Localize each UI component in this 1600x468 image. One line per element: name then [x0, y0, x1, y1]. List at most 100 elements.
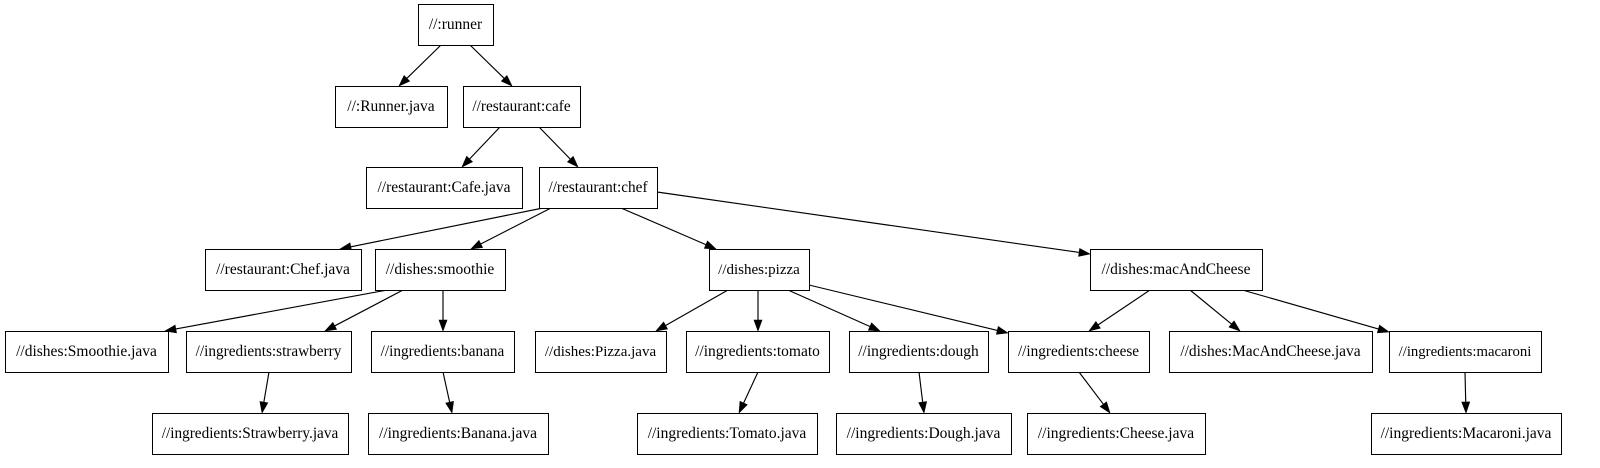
graph-node-cheese_java[interactable]: //ingredients:Cheese.java [1027, 413, 1206, 455]
graph-node-ing_tomato[interactable]: //ingredients:tomato [686, 331, 830, 373]
edge-line [742, 371, 759, 405]
graph-node-ing_strawberry[interactable]: //ingredients:strawberry [186, 331, 352, 373]
graph-node-ing_banana[interactable]: //ingredients:banana [371, 331, 515, 373]
node-box[interactable] [418, 4, 494, 46]
edge-line [468, 126, 501, 161]
edge-line [405, 44, 442, 80]
edge-line [656, 191, 1081, 254]
edge-arrowhead [995, 326, 1009, 335]
edge-line [538, 126, 572, 161]
graph-node-pizza_java[interactable]: //dishes:Pizza.java [535, 331, 667, 373]
node-box[interactable] [5, 331, 169, 373]
edge-ing_strawberry-to-strawberry_java [259, 371, 270, 414]
node-box[interactable] [539, 167, 658, 209]
edge-line [263, 371, 270, 404]
graph-node-tomato_java[interactable]: //ingredients:Tomato.java [637, 413, 818, 455]
edge-arrowhead [867, 322, 881, 332]
graph-node-macnchz_java[interactable]: //dishes:MacAndCheese.java [1169, 331, 1373, 373]
graph-node-restaurant_chef[interactable]: //restaurant:chef [539, 167, 658, 209]
edge-arrowhead [1078, 248, 1091, 257]
node-label: //ingredients:dough [858, 343, 979, 360]
node-label: //restaurant:chef [548, 179, 648, 196]
edge-line [787, 289, 872, 328]
graph-node-ing_dough[interactable]: //ingredients:dough [849, 331, 989, 373]
node-label: //ingredients:cheese [1018, 343, 1139, 360]
graph-node-restaurant_cafe[interactable]: //restaurant:cafe [463, 86, 581, 128]
node-box[interactable] [535, 331, 667, 373]
node-label: //restaurant:Chef.java [216, 261, 350, 278]
node-box[interactable] [1008, 331, 1150, 373]
edge-line [1096, 289, 1151, 327]
node-label: //:runner [429, 16, 483, 33]
node-box[interactable] [368, 413, 549, 455]
node-label: //ingredients:Tomato.java [648, 425, 807, 442]
edge-line [479, 207, 552, 246]
node-box[interactable] [1389, 331, 1542, 373]
node-box[interactable] [366, 167, 523, 209]
node-label: //ingredients:macaroni [1399, 344, 1532, 360]
edge-arrowhead [164, 324, 177, 334]
edge-line [664, 289, 729, 327]
graph-node-runner[interactable]: //:runner [418, 4, 494, 46]
edge-line [174, 289, 388, 330]
edge-dishes_pizza-to-ing_cheese [808, 284, 1009, 335]
node-label: //ingredients:Cheese.java [1038, 425, 1194, 442]
node-box[interactable] [686, 331, 830, 373]
graph-node-dough_java[interactable]: //ingredients:Dough.java [836, 413, 1012, 455]
node-box[interactable] [152, 413, 349, 455]
node-box[interactable] [836, 413, 1012, 455]
graph-node-cafe_java[interactable]: //restaurant:Cafe.java [366, 167, 523, 209]
node-label: //ingredients:strawberry [196, 343, 342, 360]
node-box[interactable] [1371, 413, 1562, 455]
node-label: //dishes:pizza [718, 262, 800, 278]
node-box[interactable] [1090, 249, 1263, 291]
node-label: //ingredients:Dough.java [847, 425, 1001, 442]
edge-arrowhead [398, 74, 411, 87]
edge-ing_banana-to-banana_java [442, 371, 454, 414]
graph-node-banana_java[interactable]: //ingredients:Banana.java [368, 413, 549, 455]
edge-arrowhead [918, 401, 928, 414]
graph-node-chef_java[interactable]: //restaurant:Chef.java [205, 249, 362, 291]
graph-node-dishes_macnchz[interactable]: //dishes:macAndCheese [1090, 249, 1263, 291]
node-label: //ingredients:tomato [695, 343, 820, 360]
edge-line [1231, 286, 1380, 330]
edge-ing_macaroni-to-macaroni_java [1461, 371, 1471, 414]
node-box[interactable] [205, 249, 362, 291]
edge-runner-to-runner_java [398, 44, 442, 87]
edge-arrowhead [461, 155, 473, 168]
edge-ing_tomato-to-tomato_java [738, 371, 759, 414]
graph-node-ing_cheese[interactable]: //ingredients:cheese [1008, 331, 1150, 373]
graph-node-strawberry_java[interactable]: //ingredients:Strawberry.java [152, 413, 349, 455]
graph-node-macaroni_java[interactable]: //ingredients:Macaroni.java [1371, 413, 1562, 455]
node-label: //dishes:macAndCheese [1102, 261, 1251, 278]
node-box[interactable] [371, 331, 515, 373]
node-box[interactable] [335, 86, 448, 128]
edge-restaurant_chef-to-dishes_macnchz [656, 191, 1091, 257]
node-box[interactable] [463, 86, 581, 128]
node-box[interactable] [375, 249, 506, 291]
node-box[interactable] [709, 249, 810, 291]
edge-ing_cheese-to-cheese_java [1078, 371, 1111, 414]
graph-node-dishes_pizza[interactable]: //dishes:pizza [709, 249, 810, 291]
node-box[interactable] [186, 331, 352, 373]
edge-runner-to-restaurant_cafe [469, 44, 513, 87]
graph-node-dishes_smoothie[interactable]: //dishes:smoothie [375, 249, 506, 291]
edge-dishes_macnchz-to-ing_cheese [1088, 289, 1151, 332]
node-box[interactable] [1027, 413, 1206, 455]
node-box[interactable] [1169, 331, 1373, 373]
edge-dishes_smoothie-to-smoothie_java [164, 289, 388, 334]
node-label: //ingredients:banana [381, 343, 505, 360]
edge-dishes_pizza-to-pizza_java [655, 289, 729, 332]
edge-restaurant_cafe-to-restaurant_chef [538, 126, 579, 168]
edge-dishes_smoothie-to-ing_banana [438, 290, 448, 332]
graph-node-ing_macaroni[interactable]: //ingredients:macaroni [1389, 331, 1542, 373]
edge-dishes_pizza-to-ing_tomato [753, 290, 763, 332]
node-box[interactable] [849, 331, 989, 373]
graph-node-smoothie_java[interactable]: //dishes:Smoothie.java [5, 331, 169, 373]
edge-dishes_macnchz-to-macnchz_java [1189, 289, 1241, 332]
graph-node-runner_java[interactable]: //:Runner.java [335, 86, 448, 128]
edge-arrowhead [753, 319, 763, 332]
node-box[interactable] [637, 413, 818, 455]
node-label: //dishes:Pizza.java [545, 344, 657, 360]
edge-dishes_macnchz-to-ing_macaroni [1231, 286, 1390, 334]
